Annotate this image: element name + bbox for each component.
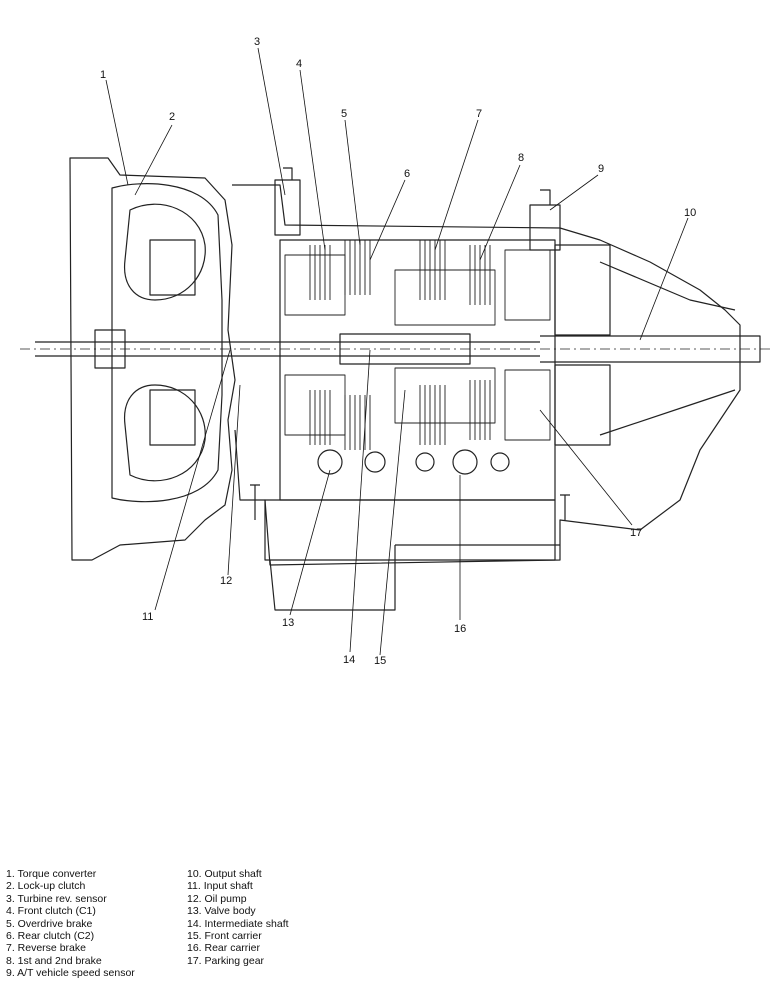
legend-item: 15. Front carrier bbox=[187, 930, 262, 943]
callout-15: 15 bbox=[374, 655, 386, 667]
extension-housing bbox=[599, 261, 736, 436]
legend-item: 7. Reverse brake bbox=[6, 942, 86, 955]
callout-3: 3 bbox=[254, 36, 260, 48]
callout-5: 5 bbox=[341, 108, 347, 120]
callout-12: 12 bbox=[220, 575, 232, 587]
speed-sensor-body bbox=[529, 189, 561, 251]
legend-item: 17. Parking gear bbox=[187, 954, 265, 967]
main-case bbox=[232, 184, 741, 566]
callout-10: 10 bbox=[684, 207, 696, 219]
valve-spool-2 bbox=[364, 451, 386, 473]
legend-item: 16. Rear carrier bbox=[187, 942, 260, 955]
input-shaft bbox=[35, 341, 540, 357]
legend-item: 4. Front clutch (C1) bbox=[6, 905, 96, 918]
valve-spool-4 bbox=[452, 449, 478, 475]
callout-8: 8 bbox=[518, 152, 524, 164]
legend-item: 12. Oil pump bbox=[187, 892, 247, 905]
legend-item: 6. Rear clutch (C2) bbox=[6, 930, 95, 943]
valve-body bbox=[264, 499, 556, 561]
legend-item: 5. Overdrive brake bbox=[6, 917, 93, 930]
callout-6: 6 bbox=[404, 168, 410, 180]
turbine-lower bbox=[149, 389, 196, 446]
transmission-cross-section: 1 2 3 4 5 6 7 8 9 10 11 12 13 14 15 16 1… bbox=[20, 36, 770, 667]
callout-13: 13 bbox=[282, 617, 294, 629]
legend-item: 2. Lock-up clutch bbox=[6, 880, 86, 893]
legend-right-column: 10. Output shaft 11. Input shaft 12. Oil… bbox=[187, 868, 289, 967]
legend-item: 8. 1st and 2nd brake bbox=[6, 954, 102, 967]
legend-item: 10. Output shaft bbox=[187, 868, 262, 880]
callout-9: 9 bbox=[598, 163, 604, 175]
legend-item: 1. Torque converter bbox=[6, 868, 97, 880]
callout-2: 2 bbox=[169, 111, 175, 123]
pan-bolt-left bbox=[250, 484, 260, 520]
parking-gear-body bbox=[554, 244, 611, 336]
valve-spool-1 bbox=[317, 449, 343, 475]
legend-item: 11. Input shaft bbox=[187, 880, 253, 893]
parking-gear-body-lower bbox=[554, 364, 611, 446]
converter-inner bbox=[111, 183, 223, 503]
turbine-upper bbox=[149, 239, 196, 296]
legend-item: 9. A/T vehicle speed sensor bbox=[6, 967, 135, 980]
torus-lower bbox=[123, 384, 206, 482]
clutch-packs-upper bbox=[284, 240, 551, 326]
pan-bolt-right bbox=[560, 494, 570, 520]
turbine-sensor-body bbox=[274, 167, 301, 236]
oil-pan bbox=[269, 544, 560, 611]
callout-17: 17 bbox=[630, 527, 642, 539]
callout-4: 4 bbox=[296, 58, 302, 70]
legend-item: 13. Valve body bbox=[187, 905, 256, 918]
leader-lines bbox=[105, 47, 689, 656]
intermediate-shaft bbox=[339, 333, 471, 365]
callout-1: 1 bbox=[100, 69, 106, 81]
callout-14: 14 bbox=[343, 654, 355, 666]
converter-housing bbox=[69, 157, 236, 561]
valve-spool-3 bbox=[415, 452, 435, 472]
callout-7: 7 bbox=[476, 108, 482, 120]
torus-upper bbox=[123, 203, 206, 301]
legend-left-column: 1. Torque converter 2. Lock-up clutch 3.… bbox=[6, 868, 135, 980]
callout-11: 11 bbox=[142, 611, 153, 623]
legend-item: 14. Intermediate shaft bbox=[187, 917, 289, 930]
valve-spool-5 bbox=[490, 452, 510, 472]
callout-16: 16 bbox=[454, 623, 466, 635]
callout-labels: 1 2 3 4 5 6 7 8 9 10 11 12 13 14 15 16 1… bbox=[100, 36, 696, 667]
clutch-packs-lower bbox=[284, 367, 551, 450]
shaft-hub bbox=[94, 329, 126, 369]
legend-item: 3. Turbine rev. sensor bbox=[6, 892, 107, 905]
